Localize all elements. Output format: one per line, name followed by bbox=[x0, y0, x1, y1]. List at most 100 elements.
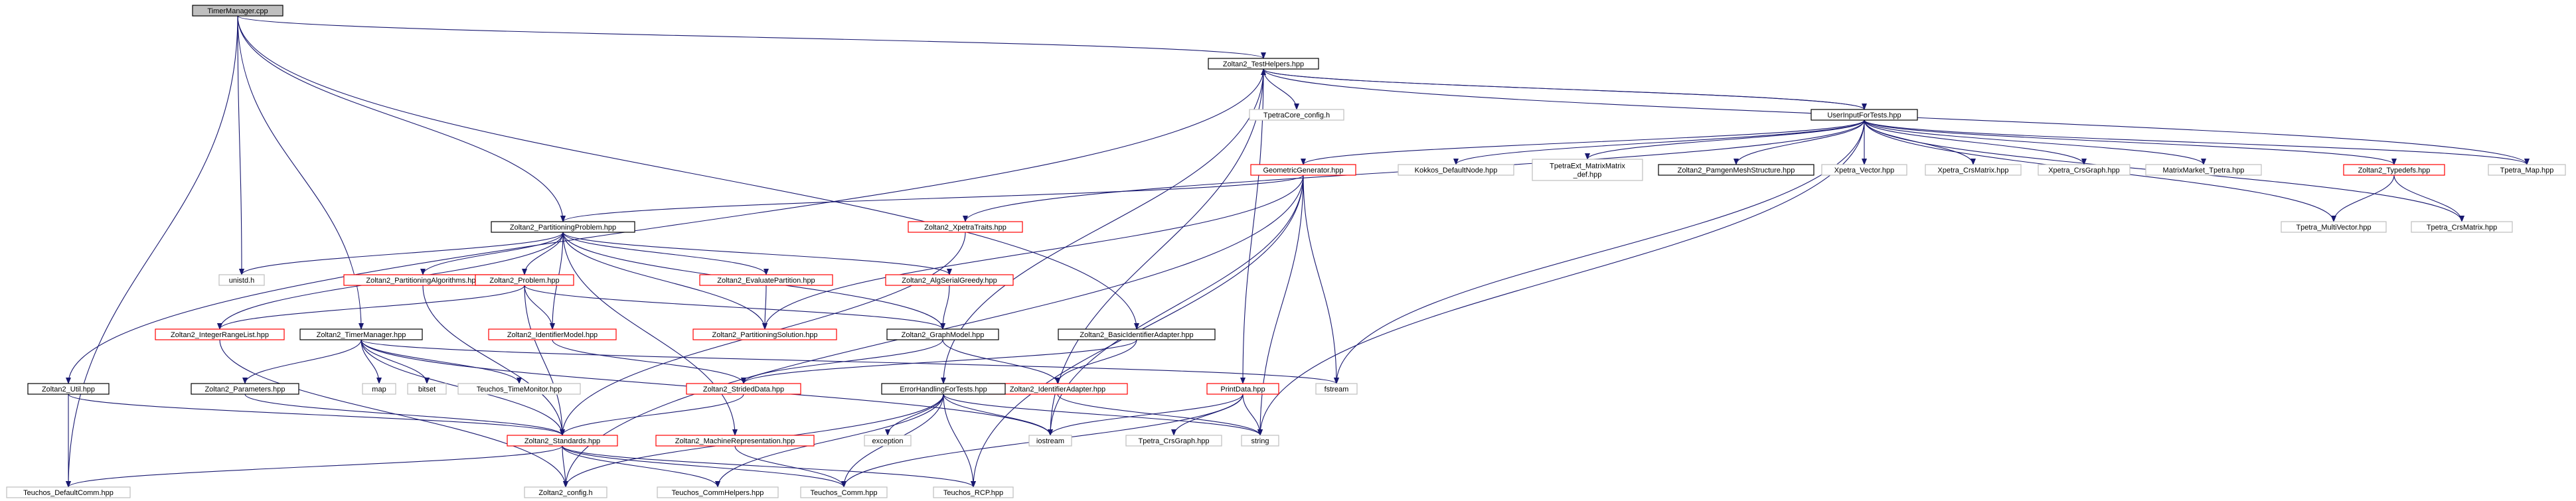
node-errorhandlingfortests[interactable]: ErrorHandlingForTests.hpp bbox=[881, 383, 1006, 395]
node-userinputfortests[interactable]: UserInputForTests.hpp bbox=[1811, 109, 1918, 121]
node-box[interactable] bbox=[27, 383, 110, 395]
node-zoltan2-pamgenmeshstructure[interactable]: Zoltan2_PamgenMeshStructure.hpp bbox=[1658, 164, 1814, 176]
node-matrixmarket-tpetra[interactable]: MatrixMarket_Tpetra.hpp bbox=[2145, 164, 2262, 176]
node-unistd[interactable]: unistd.h bbox=[218, 274, 265, 286]
node-zoltan2-integerrangelist[interactable]: Zoltan2_IntegerRangeList.hpp bbox=[155, 328, 285, 340]
node-box[interactable] bbox=[864, 435, 912, 447]
node-zoltan2-parameters[interactable]: Zoltan2_Parameters.hpp bbox=[191, 383, 299, 395]
node-box[interactable] bbox=[1925, 164, 2022, 176]
node-box[interactable] bbox=[1315, 383, 1358, 395]
node-map[interactable]: map bbox=[362, 383, 396, 395]
node-bitset[interactable]: bitset bbox=[407, 383, 447, 395]
node-box[interactable] bbox=[655, 435, 815, 447]
node-box[interactable] bbox=[1811, 109, 1918, 121]
node-box[interactable] bbox=[908, 221, 1023, 233]
node-box[interactable] bbox=[686, 383, 801, 395]
node-tpetracore-config[interactable]: TpetraCore_config.h bbox=[1249, 109, 1344, 121]
node-zoltan2-typedefs[interactable]: Zoltan2_Typedefs.hpp bbox=[2343, 164, 2445, 176]
node-zoltan2-identifieradapter[interactable]: Zoltan2_IdentifierAdapter.hpp bbox=[987, 383, 1128, 395]
node-box[interactable] bbox=[657, 486, 779, 498]
node-xpetra-crsmatrix[interactable]: Xpetra_CrsMatrix.hpp bbox=[1925, 164, 2022, 176]
node-box[interactable] bbox=[1398, 164, 1514, 176]
node-zoltan2-partitioningproblem[interactable]: Zoltan2_PartitioningProblem.hpp bbox=[491, 221, 635, 233]
node-box[interactable] bbox=[886, 328, 999, 340]
node-box[interactable] bbox=[491, 221, 635, 233]
node-box[interactable] bbox=[488, 328, 617, 340]
node-zoltan2-xpetratraits[interactable]: Zoltan2_XpetraTraits.hpp bbox=[908, 221, 1023, 233]
node-tpetra-crsmatrix[interactable]: Tpetra_CrsMatrix.hpp bbox=[2411, 221, 2513, 233]
node-box[interactable] bbox=[1208, 58, 1319, 70]
node-teuchos-comm[interactable]: Teuchos_Comm.hpp bbox=[800, 486, 888, 498]
node-box[interactable] bbox=[1028, 435, 1072, 447]
node-box[interactable] bbox=[2038, 164, 2131, 176]
node-string[interactable]: string bbox=[1241, 435, 1279, 447]
node-tpetraext-matrixmatrix[interactable]: TpetraExt_MatrixMatrix_def.hpp bbox=[1532, 159, 1643, 181]
node-box[interactable] bbox=[299, 328, 423, 340]
node-box[interactable] bbox=[1658, 164, 1814, 176]
node-box[interactable] bbox=[885, 274, 1014, 286]
node-box[interactable] bbox=[692, 328, 837, 340]
node-zoltan2-graphmodel[interactable]: Zoltan2_GraphModel.hpp bbox=[886, 328, 999, 340]
node-fstream[interactable]: fstream bbox=[1315, 383, 1358, 395]
node-tpetra-crsgraph[interactable]: Tpetra_CrsGraph.hpp bbox=[1125, 435, 1222, 447]
node-box[interactable] bbox=[1125, 435, 1222, 447]
node-geometricgenerator[interactable]: GeometricGenerator.hpp bbox=[1250, 164, 1356, 176]
node-box[interactable] bbox=[1206, 383, 1279, 395]
node-box[interactable] bbox=[1821, 164, 1907, 176]
node-box[interactable] bbox=[1249, 109, 1344, 121]
node-zoltan2-basicidentifieradapter[interactable]: Zoltan2_BasicIdentifierAdapter.hpp bbox=[1058, 328, 1216, 340]
node-box[interactable] bbox=[1250, 164, 1356, 176]
node-zoltan2-timermanager[interactable]: Zoltan2_TimerManager.hpp bbox=[299, 328, 423, 340]
edge-zoltan2-identifieradapter-to-string bbox=[1057, 394, 1263, 436]
node-box[interactable] bbox=[362, 383, 396, 395]
node-label: Zoltan2_PartitioningSolution.hpp bbox=[712, 331, 817, 339]
node-box[interactable] bbox=[2343, 164, 2445, 176]
node-box[interactable] bbox=[6, 486, 131, 498]
node-box[interactable] bbox=[192, 5, 283, 17]
node-box[interactable] bbox=[1241, 435, 1279, 447]
node-tpetra-multivector[interactable]: Tpetra_MultiVector.hpp bbox=[2281, 221, 2387, 233]
node-teuchos-commhelpers[interactable]: Teuchos_CommHelpers.hpp bbox=[657, 486, 779, 498]
node-timermanager-cpp[interactable]: TimerManager.cpp bbox=[192, 5, 283, 17]
node-zoltan2-algserialgreedy[interactable]: Zoltan2_AlgSerialGreedy.hpp bbox=[885, 274, 1014, 286]
node-box[interactable] bbox=[191, 383, 299, 395]
node-box[interactable] bbox=[2488, 164, 2566, 176]
node-box[interactable] bbox=[881, 383, 1006, 395]
node-exception[interactable]: exception bbox=[864, 435, 912, 447]
node-zoltan2-machinerepresentation[interactable]: Zoltan2_MachineRepresentation.hpp bbox=[655, 435, 815, 447]
node-box[interactable] bbox=[2145, 164, 2262, 176]
node-printdata[interactable]: PrintData.hpp bbox=[1206, 383, 1279, 395]
node-box[interactable] bbox=[407, 383, 447, 395]
node-box[interactable] bbox=[507, 435, 618, 447]
node-box[interactable] bbox=[475, 274, 574, 286]
node-box[interactable] bbox=[2281, 221, 2387, 233]
node-box[interactable] bbox=[2411, 221, 2513, 233]
node-xpetra-vector[interactable]: Xpetra_Vector.hpp bbox=[1821, 164, 1907, 176]
node-zoltan2-testhelpers[interactable]: Zoltan2_TestHelpers.hpp bbox=[1208, 58, 1319, 70]
node-box[interactable] bbox=[933, 486, 1014, 498]
node-zoltan2-partitioningsolution[interactable]: Zoltan2_PartitioningSolution.hpp bbox=[692, 328, 837, 340]
node-zoltan2-partitioningalgorithms[interactable]: Zoltan2_PartitioningAlgorithms.hpp bbox=[343, 274, 503, 286]
node-box[interactable] bbox=[218, 274, 265, 286]
node-zoltan2-config[interactable]: Zoltan2_config.h bbox=[524, 486, 607, 498]
node-zoltan2-standards[interactable]: Zoltan2_Standards.hpp bbox=[507, 435, 618, 447]
node-tpetra-map[interactable]: Tpetra_Map.hpp bbox=[2488, 164, 2566, 176]
node-box[interactable] bbox=[1532, 159, 1643, 181]
node-box[interactable] bbox=[800, 486, 888, 498]
node-box[interactable] bbox=[699, 274, 833, 286]
node-box[interactable] bbox=[524, 486, 607, 498]
node-teuchos-timemonitor[interactable]: Teuchos_TimeMonitor.hpp bbox=[457, 383, 581, 395]
node-box[interactable] bbox=[155, 328, 285, 340]
node-box[interactable] bbox=[1058, 328, 1216, 340]
node-zoltan2-evaluatepartition[interactable]: Zoltan2_EvaluatePartition.hpp bbox=[699, 274, 833, 286]
node-iostream[interactable]: iostream bbox=[1028, 435, 1072, 447]
node-kokkos-defaultnode[interactable]: Kokkos_DefaultNode.hpp bbox=[1398, 164, 1514, 176]
node-zoltan2-strideddata[interactable]: Zoltan2_StridedData.hpp bbox=[686, 383, 801, 395]
node-zoltan2-identifiermodel[interactable]: Zoltan2_IdentifierModel.hpp bbox=[488, 328, 617, 340]
node-teuchos-defaultcomm[interactable]: Teuchos_DefaultComm.hpp bbox=[6, 486, 131, 498]
node-zoltan2-util[interactable]: Zoltan2_Util.hpp bbox=[27, 383, 110, 395]
node-teuchos-rcp[interactable]: Teuchos_RCP.hpp bbox=[933, 486, 1014, 498]
node-zoltan2-problem[interactable]: Zoltan2_Problem.hpp bbox=[475, 274, 574, 286]
node-xpetra-crsgraph[interactable]: Xpetra_CrsGraph.hpp bbox=[2038, 164, 2131, 176]
node-box[interactable] bbox=[457, 383, 581, 395]
